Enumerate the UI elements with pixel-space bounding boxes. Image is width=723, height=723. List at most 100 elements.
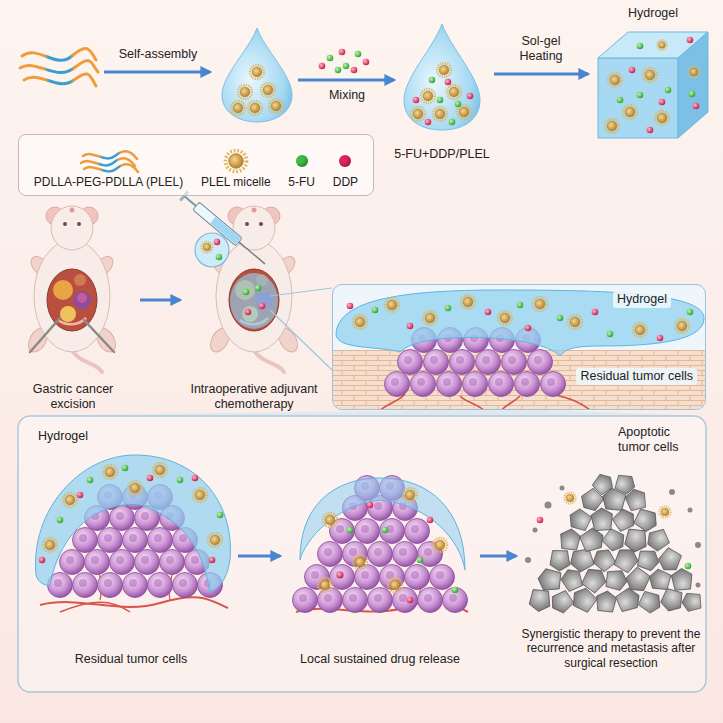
tissue-section [657,335,664,342]
drug-droplet [404,24,480,130]
figure-note: Synergistic therapy to prevent the recur… [518,627,704,670]
blood-vessel [169,560,173,600]
apoptotic-debris [646,529,671,553]
polymer-strands [24,74,96,86]
step-label: Mixing [329,88,365,103]
drug-release [368,588,393,613]
residual-tumor [198,573,223,598]
residual-tumor [148,528,173,553]
drug-release [405,565,430,590]
legend-icon [84,164,138,172]
forceps [77,293,87,303]
blood-vessel [378,394,405,409]
syringe [239,242,265,264]
injected-gel [243,289,250,296]
legend-swatch [339,155,351,167]
legend-icon [77,148,141,174]
edge-label: Sol-gel Heating [510,34,572,64]
blood-vessel [419,570,423,606]
drug-release [323,513,337,527]
zoom-lines [270,310,332,370]
legend-icon [83,151,137,159]
drug-cluster [351,67,358,74]
process-arrow [140,299,180,302]
residual-tumor [98,528,123,553]
drug-droplet [457,105,471,119]
tissue-section [498,311,512,325]
tissue-section [633,323,647,337]
drug-release [417,557,424,564]
tissue-section [450,350,475,375]
tissue-section [347,303,354,310]
tissue-section [437,372,462,397]
tissue-section [533,297,547,311]
hydrogel-cube [693,103,700,110]
residual-tumor [192,475,199,482]
drug-release-figure: Local sustained drug release [282,470,478,667]
blood-vessel [296,600,468,612]
drug-release [343,542,368,567]
legend-icon [223,148,249,174]
hydrogel-cube: Hydrogel [590,6,716,148]
blood-vessel [359,566,361,606]
drug-droplet [413,97,420,104]
tissue-section [333,285,705,409]
polymer-strands [20,60,98,72]
residual-tumor [57,517,64,524]
apoptotic-debris [525,470,703,616]
figure-caption: Apoptotic tumor cells [618,425,698,455]
detail-panel [18,416,706,692]
apoptotic-debris [588,506,614,533]
tissue-section [438,328,463,353]
blood-vessel [296,566,468,612]
apoptotic-debris [565,506,595,536]
forceps [30,318,60,352]
syringe [179,190,269,268]
hydrogel-layer [336,290,704,356]
hydrogel-cube [643,68,657,82]
figure-caption: Hydrogel [590,6,716,21]
residual-tumor [173,573,198,598]
residual-tumor [85,506,110,531]
tissue-section [333,285,705,409]
drug-droplet [425,119,432,126]
micelle-droplet [269,99,283,113]
drug-release [343,496,368,521]
drug-release [367,502,374,509]
residual-tumor [177,477,184,484]
drug-release [418,542,443,567]
blood-vessel [460,396,486,409]
legend-text: 5-FU [288,175,315,189]
tissue-section [464,328,489,353]
drug-release [382,527,389,534]
tissue-section [385,372,410,397]
tissue-section [424,350,449,375]
drug-release [427,517,434,524]
gel-inset [195,233,229,267]
blood-vessel [378,392,590,409]
blood-vessel [60,602,130,612]
drug-release [347,527,354,534]
tissue-section [372,307,379,314]
apoptotic-debris [669,567,694,593]
apoptotic-debris [548,547,573,573]
illustration [25,206,120,372]
surgery-figure: Gastric cancer excision [8,205,138,412]
apoptotic-debris [556,526,583,553]
drug-release [318,588,343,613]
drug-release [393,542,418,567]
drug-release [318,578,332,592]
drug-droplet [447,85,461,99]
tissue-section [568,315,582,329]
blood-vessel [40,597,228,608]
hydrogel-cube [598,32,708,58]
apoptotic-debris [600,525,630,555]
blood-vessel [548,392,590,409]
drug-release [355,476,380,501]
drug-release [353,555,367,569]
drug-release [305,565,330,590]
figure-caption: Hydrogel [613,291,671,308]
hydrogel-cube [687,37,694,44]
residual-tumor [63,493,77,507]
drug-release [393,496,418,521]
